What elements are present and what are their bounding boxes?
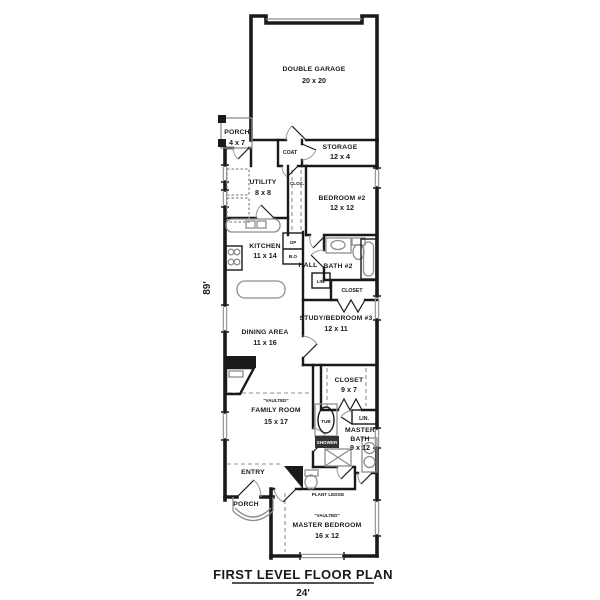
porch-column [218, 139, 226, 147]
appliance-bottom-label: B.O [289, 254, 298, 259]
stove-icon [225, 245, 243, 271]
garage-label: DOUBLE GARAGE [282, 66, 345, 73]
toilet-tank-icon [304, 469, 319, 477]
storage-label: STORAGE [323, 144, 358, 151]
master-bath-label-2: BATH [350, 436, 369, 443]
title-block: FIRST LEVEL FLOOR PLAN 24' 89' [202, 281, 393, 599]
utility-fixtures [226, 168, 250, 223]
shower-label: SHOWER [317, 440, 338, 445]
master-bedroom-vaulted-label: "VAULTED" [314, 513, 339, 518]
plant-ledge-label: PLANT LEDGE [312, 492, 344, 497]
doors [232, 125, 373, 503]
front-porch-top-outline [220, 117, 253, 149]
master-closet-label: CLOSET [335, 377, 364, 384]
porch-bottom-label: PORCH [233, 501, 259, 508]
family-vaulted-label: "VAULTED" [263, 398, 288, 403]
entry-label: ENTRY [241, 469, 265, 476]
double-vanity-icon [361, 437, 378, 473]
master-bath-fixtures [304, 403, 378, 490]
master-closet-size-label: 9 x 7 [341, 385, 357, 394]
tub-label: TUB [321, 419, 331, 424]
small-labels: COAT CLOS. LIN. CLOSET LIN. TUB SHOWER P… [283, 150, 370, 497]
appliance-top-label: OP [290, 240, 297, 245]
fireplace-icon [224, 356, 257, 396]
storage-size-label: 12 x 4 [330, 152, 350, 161]
utility-label: UTILITY [249, 179, 276, 186]
garage-size-label: 20 x 20 [302, 76, 326, 85]
bath2-label: BATH #2 [323, 263, 352, 270]
coat-label: COAT [283, 150, 298, 156]
kitchen-fixtures [225, 218, 304, 299]
sink-icon [245, 220, 256, 229]
dashed-ceiling-lines [227, 170, 367, 552]
kitchen-size-label: 11 x 14 [253, 251, 277, 260]
bedroom2-label: BEDROOM #2 [319, 195, 366, 202]
porch-top-label: PORCH [224, 129, 250, 136]
shower-floor-icon [324, 448, 352, 467]
island-counter-icon [236, 280, 286, 299]
vanity-icon [325, 237, 352, 254]
porch-top-size-label: 4 x 7 [229, 138, 245, 147]
dryer-icon [226, 197, 250, 223]
master-bedroom-size-label: 16 x 12 [315, 531, 339, 540]
porch-column [218, 115, 226, 123]
dining-label: DINING AREA [242, 329, 289, 336]
washer-icon [226, 168, 250, 196]
interior-walls [223, 138, 379, 491]
bath2-fixtures [311, 237, 377, 289]
sink-icon [363, 455, 376, 469]
bathtub-icon [360, 238, 377, 280]
tub-icon [317, 406, 335, 434]
hall-label: HALL [299, 262, 318, 269]
master-bath-size-label: 9 x 12 [350, 443, 370, 452]
family-label: FAMILY ROOM [251, 407, 301, 414]
plan-title: FIRST LEVEL FLOOR PLAN [213, 567, 393, 582]
sink-icon [256, 220, 267, 229]
study-size-label: 12 x 11 [324, 324, 348, 333]
bedroom2-size-label: 12 x 12 [330, 203, 354, 212]
height-dimension-label: 89' [202, 281, 213, 295]
shower-icon [315, 436, 339, 448]
closet-hall-label: CLOSET [341, 288, 363, 294]
linen-closet-box [351, 409, 378, 425]
room-labels: DOUBLE GARAGE 20 x 20 PORCH 4 x 7 STORAG… [224, 66, 375, 540]
angled-wall-corner [284, 466, 303, 489]
linen-closet-box [311, 272, 331, 289]
master-bedroom-label: MASTER BEDROOM [293, 522, 362, 529]
family-size-label: 15 x 17 [264, 417, 288, 426]
clos-label: CLOS. [290, 181, 304, 186]
sink-icon [363, 441, 376, 455]
kitchen-label: KITCHEN [249, 243, 281, 250]
dining-size-label: 11 x 16 [253, 338, 277, 347]
counter-icon [225, 218, 281, 233]
width-dimension-label: 24' [296, 588, 310, 599]
toilet-icon [304, 474, 318, 490]
master-bath-label-1: MASTER [345, 427, 375, 434]
lin-hall-label: LIN. [317, 279, 326, 284]
toilet-icon [352, 243, 365, 261]
utility-size-label: 8 x 8 [255, 188, 271, 197]
lin-master-label: LIN. [359, 416, 369, 422]
sink-icon [330, 239, 346, 251]
porch-outlines [218, 115, 274, 522]
study-label: STUDY/BEDROOM #3 [299, 315, 372, 322]
